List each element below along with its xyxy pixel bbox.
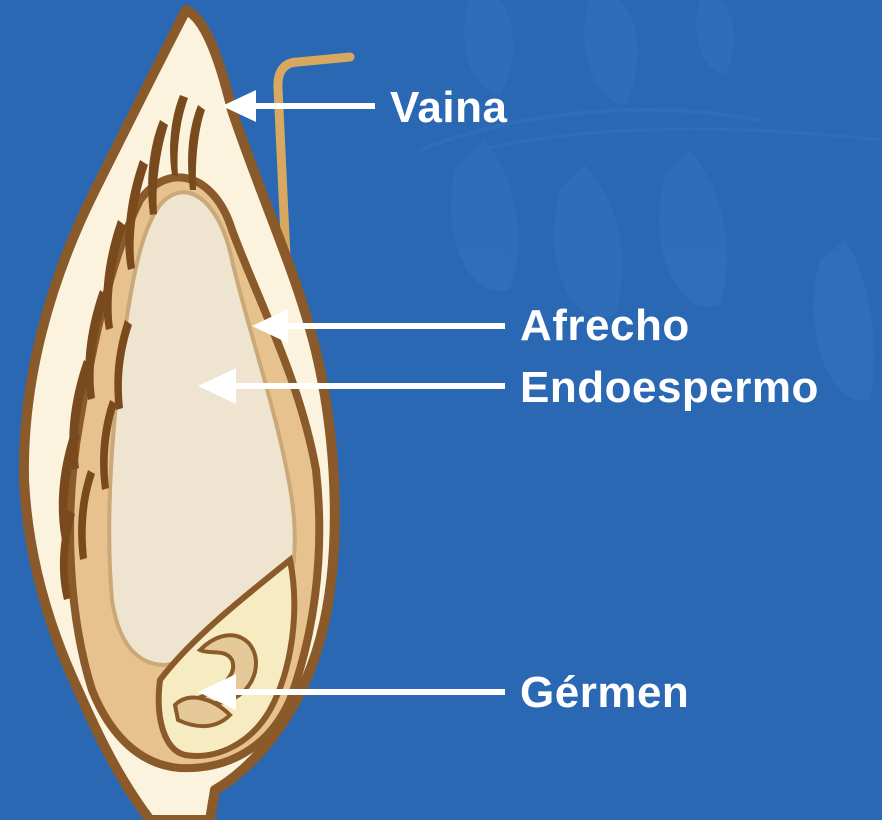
label-vaina: Vaina <box>390 86 507 130</box>
arrow-vaina <box>222 90 375 122</box>
label-afrecho: Afrecho <box>520 304 690 348</box>
label-germen: Gérmen <box>520 671 689 715</box>
label-endoespermo: Endoespermo <box>520 366 819 410</box>
